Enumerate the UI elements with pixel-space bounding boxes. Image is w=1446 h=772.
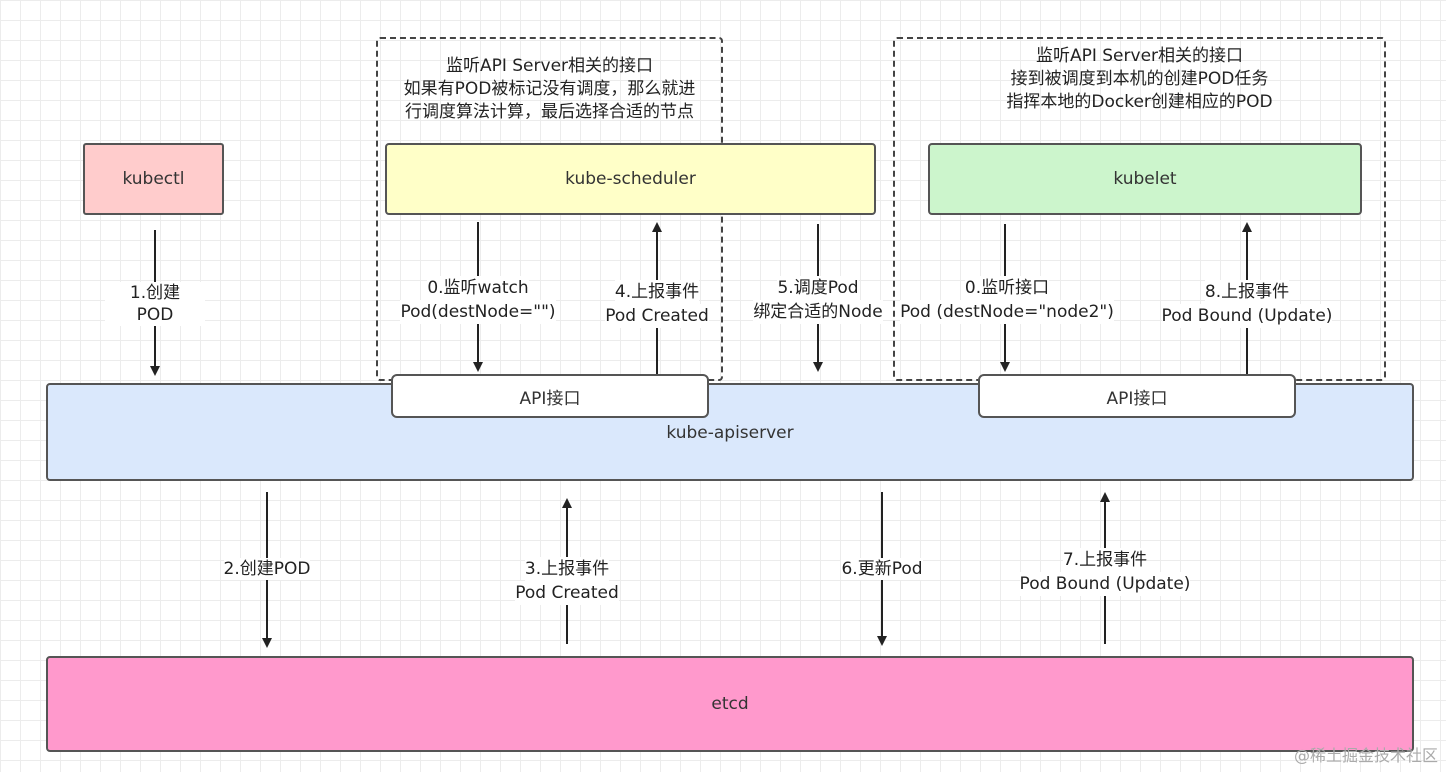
edge-label-line: 4.上报事件	[614, 280, 700, 304]
api-interface-right-label: API接口	[1106, 388, 1168, 409]
watermark: @稀土掘金技术社区	[1293, 746, 1438, 765]
kubelet-box: kubelet	[928, 143, 1362, 215]
etcd-label: etcd	[711, 694, 749, 714]
edge-label-0b: 0.监听接口 Pod (destNode="node2")	[893, 276, 1121, 324]
kubelet-note-line: 指挥本地的Docker创建相应的POD	[1006, 92, 1273, 112]
kubelet-note-line: 监听API Server相关的接口	[1035, 46, 1244, 66]
api-interface-left: API接口	[391, 374, 709, 418]
edge-label-4: 4.上报事件 Pod Created	[597, 280, 717, 328]
scheduler-note-line: 行调度算法计算，最后选择合适的节点	[405, 102, 694, 122]
edge-label-line: 5.调度Pod	[777, 276, 859, 300]
api-interface-right: API接口	[978, 374, 1296, 418]
edge-label-line: Pod (destNode="node2")	[900, 300, 1114, 324]
edge-label-line: 7.上报事件	[1062, 548, 1148, 572]
kubelet-note-line: 接到被调度到本机的创建POD任务	[1010, 69, 1269, 89]
edge-label-line: 6.更新Pod	[841, 558, 923, 580]
scheduler-note-line: 如果有POD被标记没有调度，那么就进	[403, 79, 696, 99]
edge-label-line: 0.监听watch	[427, 276, 529, 300]
edge-label-8: 8.上报事件 Pod Bound (Update)	[1157, 280, 1337, 328]
kube-scheduler-box: kube-scheduler	[385, 143, 876, 215]
edge-label-1: 1.创建 POD	[105, 282, 205, 326]
edge-label-line: Pod Bound (Update)	[1019, 572, 1191, 596]
scheduler-note-line: 监听API Server相关的接口	[445, 56, 654, 76]
edge-label-line: 2.创建POD	[223, 558, 311, 580]
scheduler-note: 监听API Server相关的接口 如果有POD被标记没有调度，那么就进 行调度…	[376, 55, 723, 124]
edge-label-line: POD	[136, 305, 174, 325]
edge-label-line: Pod Created	[605, 304, 709, 328]
edge-label-line: Pod(destNode="")	[400, 300, 556, 324]
edge-label-line: 绑定合适的Node	[753, 300, 883, 324]
edge-label-line: Pod Bound (Update)	[1161, 304, 1333, 328]
edge-label-line: Pod Created	[515, 581, 619, 605]
api-interface-left-label: API接口	[519, 388, 581, 409]
edge-label-line: 8.上报事件	[1204, 280, 1290, 304]
edge-label-7: 7.上报事件 Pod Bound (Update)	[1015, 548, 1195, 596]
edge-label-line: 1.创建	[129, 283, 181, 303]
kubectl-label: kubectl	[122, 169, 185, 189]
edge-label-6: 6.更新Pod	[827, 558, 937, 580]
edge-label-line: 3.上报事件	[524, 557, 610, 581]
edge-label-5: 5.调度Pod 绑定合适的Node	[745, 276, 891, 324]
edge-label-2: 2.创建POD	[212, 558, 322, 580]
kube-apiserver-label: kube-apiserver	[666, 423, 794, 443]
kubelet-label: kubelet	[1113, 169, 1177, 189]
kubelet-note: 监听API Server相关的接口 接到被调度到本机的创建POD任务 指挥本地的…	[893, 45, 1386, 114]
edge-label-3: 3.上报事件 Pod Created	[502, 557, 632, 605]
edge-label-line: 0.监听接口	[964, 276, 1050, 300]
kubectl-box: kubectl	[83, 143, 224, 215]
kube-scheduler-label: kube-scheduler	[565, 169, 696, 189]
etcd-box: etcd	[46, 656, 1414, 752]
edge-label-0a: 0.监听watch Pod(destNode="")	[388, 276, 568, 324]
